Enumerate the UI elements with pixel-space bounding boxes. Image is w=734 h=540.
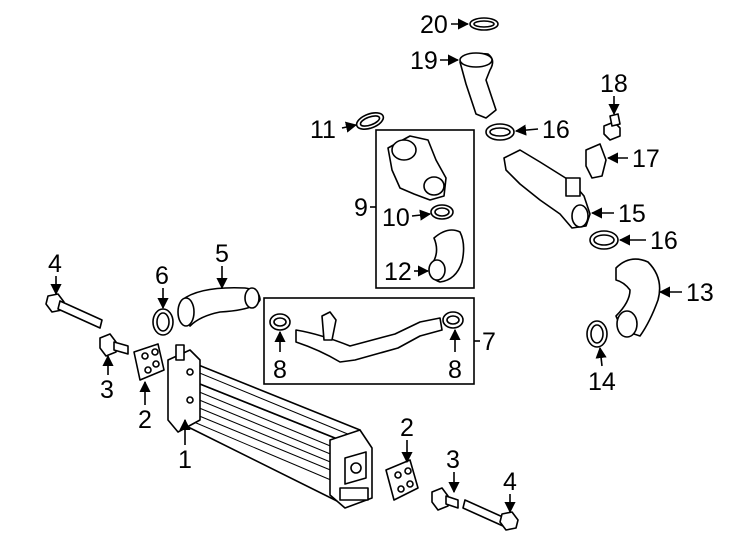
callout-4-left: 4 <box>48 250 62 278</box>
outlet-hose-13 <box>615 258 661 338</box>
hose-clamp-left <box>269 313 291 331</box>
stud-bolt-left <box>99 333 129 357</box>
callout-2-right: 2 <box>400 414 414 442</box>
callout-14: 14 <box>588 368 616 396</box>
o-ring-14 <box>586 320 608 348</box>
callout-16-upper: 16 <box>542 116 570 144</box>
mount-bracket-left <box>133 343 165 381</box>
clamp-10 <box>430 204 454 220</box>
callout-18: 18 <box>600 70 628 98</box>
mount-bracket-right <box>385 459 419 501</box>
callout-7: 7 <box>482 328 496 356</box>
bolt-18 <box>603 113 621 141</box>
callout-2-left: 2 <box>138 406 152 434</box>
callout-19: 19 <box>410 47 438 75</box>
callout-3-left: 3 <box>100 376 114 404</box>
callout-9: 9 <box>354 194 368 222</box>
leader-11 <box>341 121 358 133</box>
callout-6: 6 <box>155 262 169 290</box>
callout-10: 10 <box>382 204 410 232</box>
gasket-11 <box>355 112 385 130</box>
callout-1: 1 <box>178 446 192 474</box>
callout-15: 15 <box>618 200 646 228</box>
callout-8-right: 8 <box>448 356 462 384</box>
leader-10 <box>411 209 432 221</box>
intercooler-inlet-hose <box>177 286 261 327</box>
stud-bolt-right <box>431 487 459 511</box>
hose-12 <box>428 229 465 283</box>
gasket-20 <box>469 17 499 31</box>
callout-17: 17 <box>632 145 660 173</box>
clamp-16-lower <box>589 230 619 250</box>
clamp-16-upper <box>485 123 515 141</box>
air-duct-15 <box>503 149 591 229</box>
hose-clamp-right <box>442 311 464 329</box>
callout-11: 11 <box>310 116 336 144</box>
leader-16a <box>514 124 539 136</box>
intercooler-pipe <box>295 311 443 363</box>
callout-3-right: 3 <box>446 446 460 474</box>
o-ring-6 <box>152 308 174 336</box>
callout-12: 12 <box>384 258 412 286</box>
callout-8-left: 8 <box>273 356 287 384</box>
throttle-assembly-box <box>375 129 475 289</box>
callout-5: 5 <box>215 240 229 268</box>
callout-20: 20 <box>420 11 448 39</box>
throttle-housing <box>387 135 447 201</box>
intercooler <box>167 344 373 509</box>
leader-14 <box>595 346 607 367</box>
callout-4-right: 4 <box>503 468 517 496</box>
air-tube-19 <box>459 52 497 119</box>
elbow-17 <box>585 143 607 179</box>
callout-16-lower: 16 <box>650 227 678 255</box>
callout-13: 13 <box>686 279 714 307</box>
bolt-long-left <box>45 293 103 329</box>
